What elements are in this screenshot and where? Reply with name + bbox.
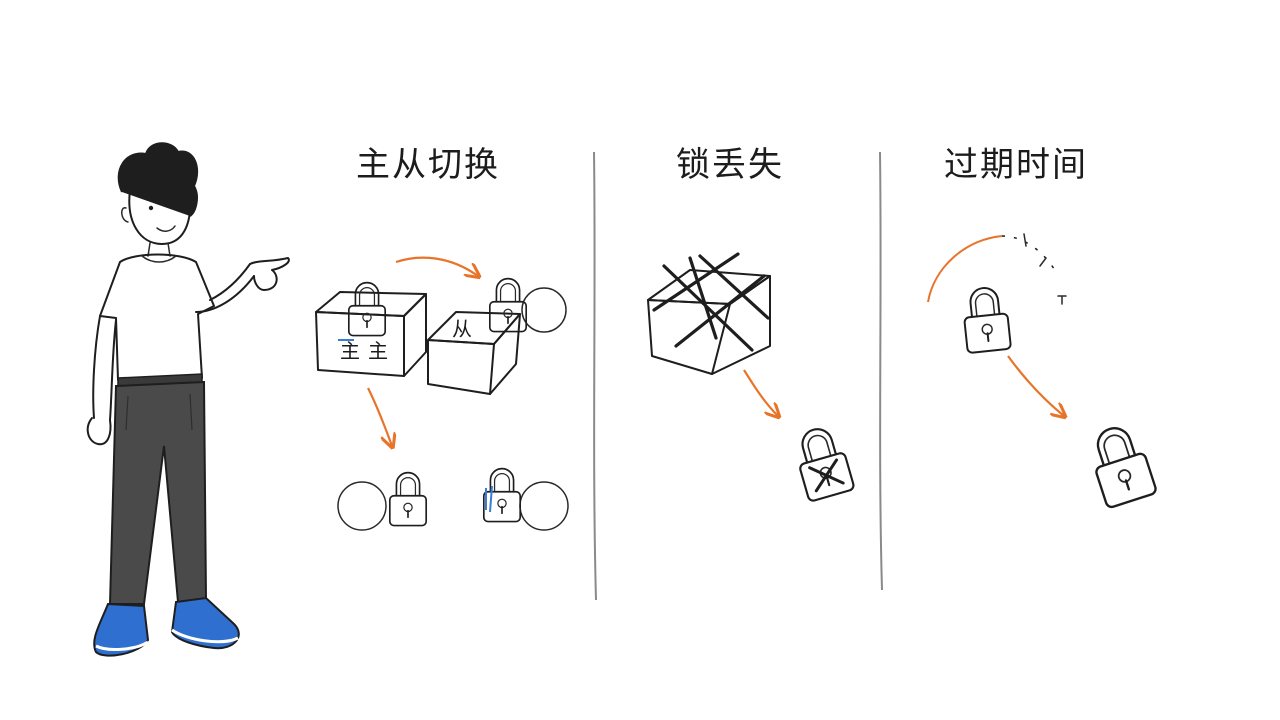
timer-arc [927, 235, 1003, 303]
panel-title-failover: 主从切换 [356, 145, 500, 185]
lock-icon-left [388, 471, 428, 527]
slave-lock-icon [488, 277, 528, 333]
panel-failover: 主从切换 主 主 从 [315, 145, 569, 531]
node-circle-left [337, 481, 387, 531]
slave-box: 从 [427, 311, 521, 395]
timer-ticks [1023, 233, 1067, 305]
node-circle-right [519, 481, 569, 531]
crossed-box [647, 252, 771, 375]
master-label-2: 主 [368, 339, 388, 363]
expired-lock-icon [1083, 419, 1159, 510]
lock-highlight [485, 485, 493, 513]
master-label-1: 主 [340, 339, 360, 363]
panel-divider-2 [879, 151, 883, 591]
lost-lock-icon [789, 422, 856, 503]
node-circle [521, 287, 567, 333]
panel-title-expiration: 过期时间 [944, 145, 1088, 185]
panel-divider-1 [593, 151, 597, 601]
arrow-down [367, 387, 392, 446]
panel-title-lock-lost: 锁丢失 [676, 145, 784, 185]
timer-lock-icon [960, 284, 1013, 355]
person-figure [86, 142, 290, 657]
panel-lock-lost: 锁丢失 [647, 145, 856, 503]
panel-expiration: 过期时间 [927, 145, 1159, 510]
arrow-to-expired-lock [1007, 355, 1064, 416]
master-box: 主 主 [315, 291, 427, 377]
slave-label: 从 [452, 317, 472, 341]
timer-arc-remaining [1001, 235, 1057, 273]
arrow-master-to-slave [395, 256, 478, 276]
master-lock-icon [347, 281, 387, 337]
arrow-to-lost-lock [743, 369, 778, 416]
lock-icon-right [482, 467, 522, 523]
